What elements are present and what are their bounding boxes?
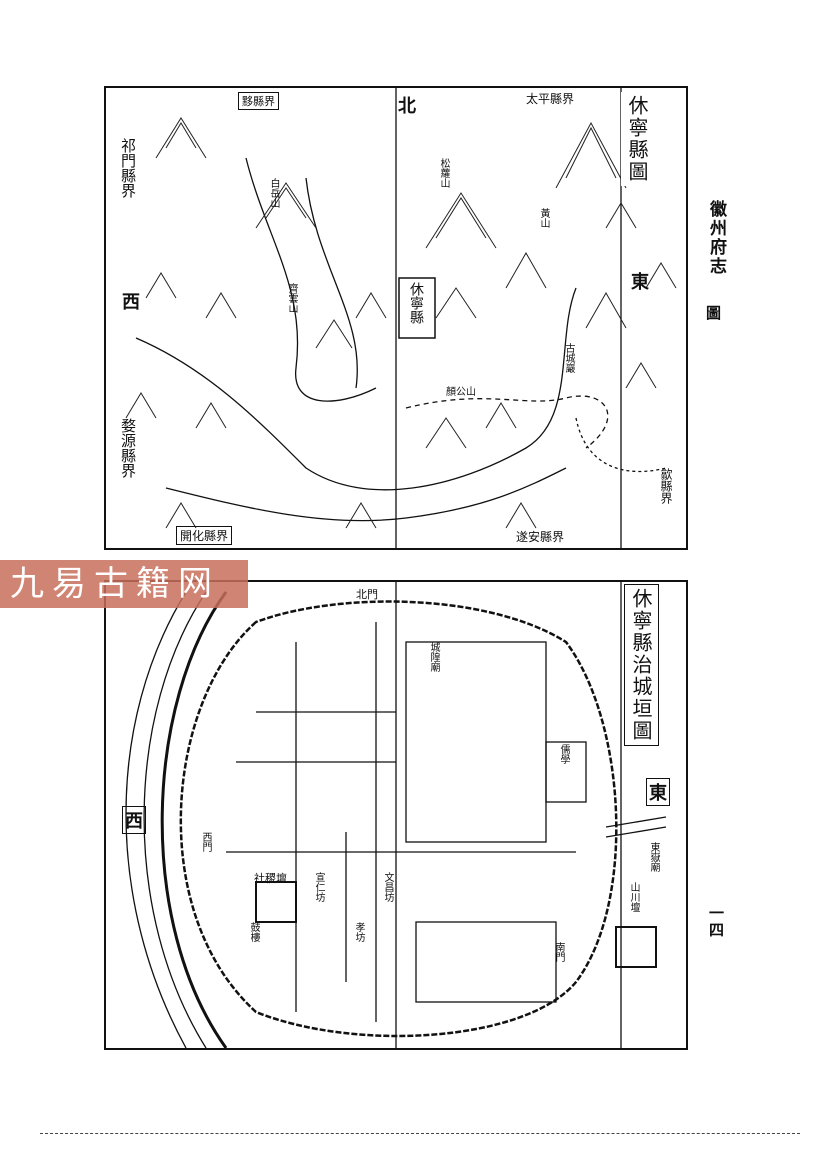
place-label: 黃山 (538, 208, 549, 228)
county-map-title: 休寧縣圖 (621, 92, 654, 186)
boundary-right: 歙縣界 (659, 468, 673, 504)
page-bottom-rule (40, 1133, 800, 1134)
place-label: 東嶽廟 (648, 842, 659, 872)
boundary-bottom-left: 開化縣界 (176, 526, 233, 545)
county-map: 休寧縣 休寧縣圖 北 東 西 黟縣界 太平縣界 祁門縣界 婺源縣界 開化縣界 遂… (104, 86, 688, 550)
place-label: 鼓樓 (248, 922, 259, 942)
book-title: 徽州府志 (706, 200, 726, 276)
place-label: 城隍廟 (428, 642, 439, 672)
city-wall-map-drawing (125, 582, 667, 1048)
place-label: 社稷壇 (254, 872, 287, 885)
boundary-top-left: 黟縣界 (238, 92, 279, 110)
boundary-top: 太平縣界 (526, 92, 575, 106)
place-label: 山川壇 (628, 882, 639, 912)
boundary-bottom-right: 遂安縣界 (516, 530, 565, 544)
place-label: 北門 (356, 588, 378, 601)
place-label: 西門 (200, 832, 211, 852)
city-map-title: 休寧縣治城垣圖 (624, 584, 659, 746)
place-label: 古城巖 (563, 343, 574, 373)
place-label: 儒學 (558, 744, 569, 764)
county-map-drawing (125, 88, 677, 548)
east-label: 東 (646, 778, 670, 806)
place-label: 顏公山 (446, 387, 476, 398)
county-seat-label: 休寧縣 (408, 282, 424, 324)
place-label: 宣仁坊 (313, 872, 324, 902)
place-label: 白岳山 (268, 178, 279, 208)
place-label: 齊雲山 (286, 283, 297, 313)
place-label: 文昌坊 (382, 872, 393, 902)
place-label: 南門 (553, 942, 564, 962)
watermark: 九易古籍网 (0, 560, 248, 608)
boundary-left-bottom: 婺源縣界 (119, 418, 137, 478)
section-label: 圖 (706, 304, 722, 322)
page-number: 一四 (707, 905, 725, 939)
west-label: 西 (122, 806, 146, 834)
boundary-left: 祁門縣界 (119, 138, 137, 198)
city-wall-map: 休寧縣治城垣圖 東 西 社稷壇 宣仁坊 孝坊 城隍廟 文昌坊 儒學 山川壇 東嶽… (104, 580, 688, 1050)
place-label: 孝坊 (353, 922, 364, 942)
north-label: 北 (398, 96, 416, 117)
east-label: 東 (631, 272, 649, 293)
place-label: 松蘿山 (438, 158, 449, 188)
west-label: 西 (122, 292, 140, 313)
